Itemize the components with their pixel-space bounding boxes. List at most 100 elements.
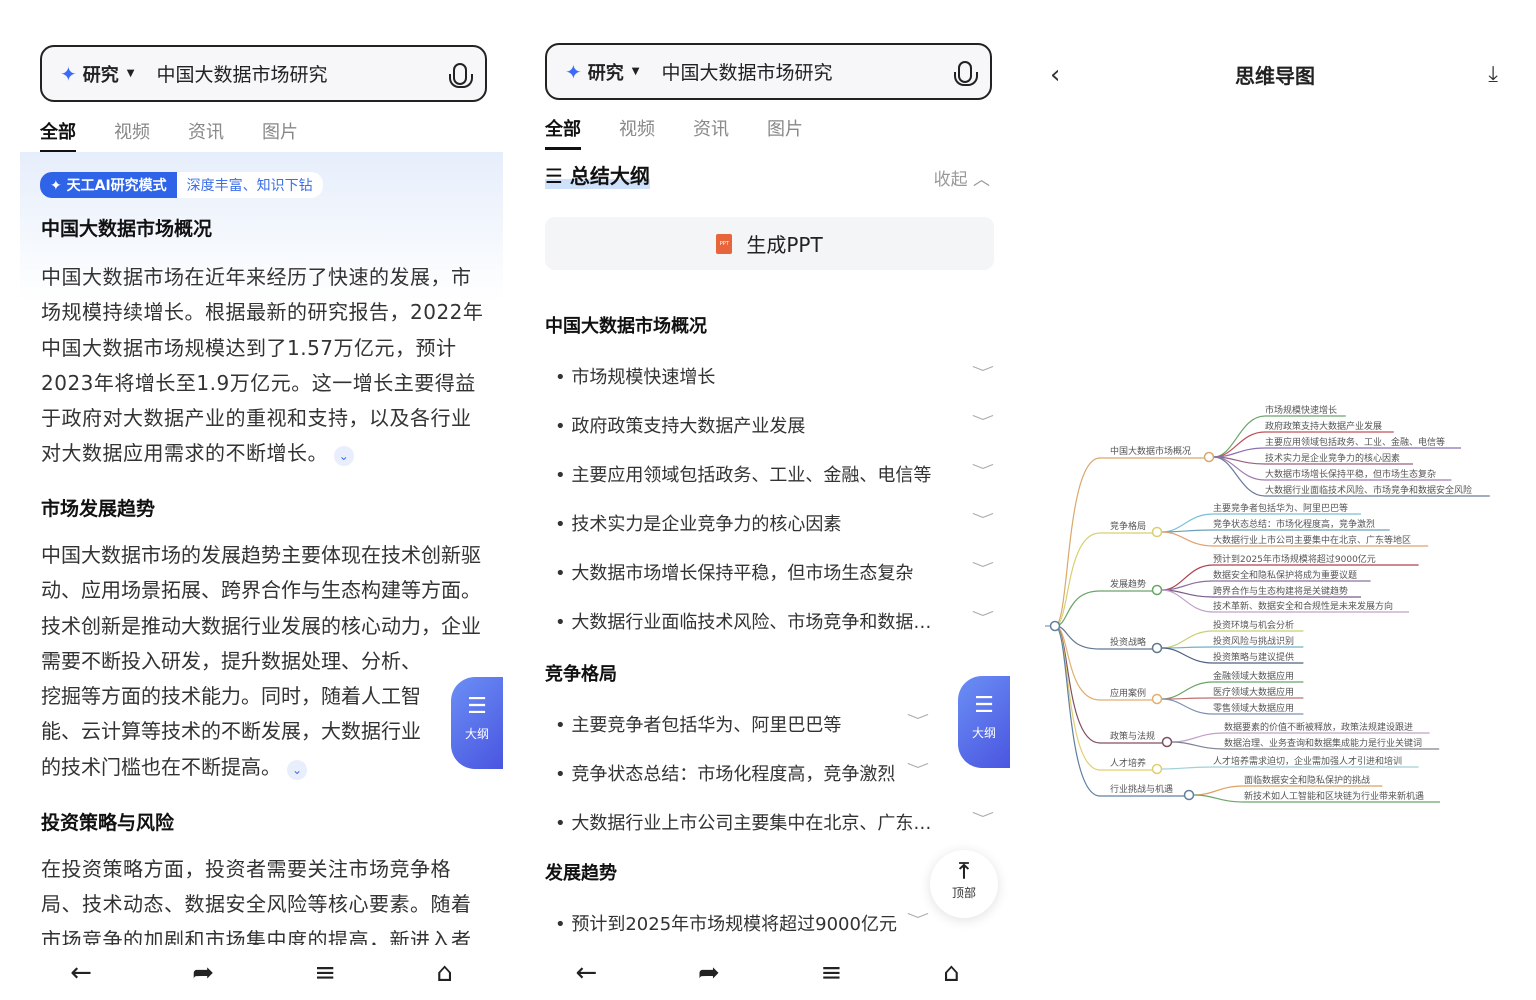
branch-node[interactable]: [1203, 451, 1215, 463]
outline-item[interactable]: • 主要应用领域包括政务、工业、金融、电信等﹀: [555, 461, 994, 487]
branch-label[interactable]: 应用案例: [1110, 687, 1146, 699]
outline-item[interactable]: • 大数据市场增长保持平稳，但市场生态复杂﹀: [555, 559, 994, 585]
arrow-up-to-top-icon: ⤒: [959, 859, 969, 884]
branch-label[interactable]: 发展趋势: [1110, 578, 1146, 590]
mindmap-leaf[interactable]: 投资环境与机会分析: [1213, 619, 1294, 631]
outline-item[interactable]: • 大数据行业上市公司主要集中在北京、广东等地区﹀: [555, 809, 994, 835]
arrow-left-icon[interactable]: ←: [70, 957, 92, 988]
chevron-down-icon[interactable]: ﹀: [906, 763, 930, 779]
branch-node[interactable]: [1151, 642, 1163, 654]
search-bar[interactable]: ✦ 研究 ▼ 中国大数据市场研究: [545, 43, 992, 100]
mindmap-leaf[interactable]: 预计到2025年市场规模将超过9000亿元: [1213, 553, 1376, 565]
search-bar[interactable]: ✦ 研究 ▼ 中国大数据市场研究: [40, 45, 487, 102]
generate-ppt-button[interactable]: PPT 生成PPT: [545, 217, 994, 270]
mindmap-leaf[interactable]: 市场规模快速增长: [1265, 404, 1337, 416]
chevron-down-icon[interactable]: ﹀: [971, 415, 995, 431]
mindmap-leaf[interactable]: 医疗领域大数据应用: [1213, 686, 1294, 698]
menu-icon[interactable]: ≡: [820, 957, 843, 988]
download-icon[interactable]: ⤓: [1488, 62, 1498, 87]
tab-news[interactable]: 资讯: [693, 119, 729, 140]
tab-all[interactable]: 全部: [40, 118, 76, 153]
chevron-down-icon[interactable]: ﹀: [971, 611, 995, 627]
chevron-down-icon[interactable]: ﹀: [906, 714, 930, 730]
outline-item[interactable]: • 主要竞争者包括华为、阿里巴巴等﹀: [555, 711, 929, 737]
arrow-left-icon[interactable]: ←: [575, 957, 598, 988]
mode-selector[interactable]: 研究: [82, 64, 119, 86]
mindmap-leaf[interactable]: 竞争状态总结：市场化程度高，竞争激烈: [1213, 518, 1375, 530]
caret-down-icon[interactable]: ▼: [126, 68, 135, 79]
mindmap-leaf[interactable]: 金融领域大数据应用: [1213, 670, 1294, 682]
mode-selector[interactable]: 研究: [587, 62, 624, 84]
chevron-down-icon[interactable]: ﹀: [971, 513, 995, 529]
child-line: [1193, 794, 1440, 803]
microphone-icon[interactable]: [449, 62, 473, 88]
branch-label[interactable]: 行业挑战与机遇: [1110, 783, 1173, 795]
mindmap-leaf[interactable]: 数据安全和隐私保护将成为重要议题: [1213, 569, 1357, 581]
outline-item[interactable]: • 技术实力是企业竞争力的核心因素﹀: [555, 510, 994, 536]
branch-node[interactable]: [1151, 693, 1163, 705]
mindmap-leaf[interactable]: 跨界合作与生态构建将是关键趋势: [1213, 585, 1348, 597]
mindmap-leaf[interactable]: 技术实力是企业竞争力的核心因素: [1265, 452, 1400, 464]
tab-all[interactable]: 全部: [545, 115, 581, 150]
ppt-label: 生成PPT: [746, 233, 823, 257]
search-input[interactable]: 中国大数据市场研究: [661, 62, 833, 84]
share-icon[interactable]: ➦: [697, 957, 720, 988]
outline-item[interactable]: • 竞争状态总结：市场化程度高，竞争激烈﹀: [555, 760, 929, 786]
home-icon[interactable]: ⌂: [436, 957, 453, 988]
caret-down-icon[interactable]: ▼: [631, 66, 640, 77]
mindmap-leaf[interactable]: 面临数据安全和隐私保护的挑战: [1244, 774, 1370, 786]
chevron-down-icon[interactable]: ﹀: [971, 464, 995, 480]
mindmap-leaf[interactable]: 投资风险与挑战识别: [1213, 635, 1294, 647]
mindmap-leaf[interactable]: 技术革新、数据安全和合规性是未来发展方向: [1213, 600, 1393, 612]
outline-item[interactable]: • 市场规模快速增长﹀: [555, 363, 994, 389]
branch-label[interactable]: 投资战略: [1110, 636, 1146, 648]
tab-video[interactable]: 视频: [619, 119, 655, 140]
mindmap-leaf[interactable]: 零售领域大数据应用: [1213, 702, 1294, 714]
menu-icon[interactable]: ≡: [314, 957, 337, 988]
microphone-icon[interactable]: [954, 60, 978, 86]
mindmap-leaf[interactable]: 政府政策支持大数据产业发展: [1265, 420, 1382, 432]
mindmap-leaf[interactable]: 大数据行业上市公司主要集中在北京、广东等地区: [1213, 534, 1411, 546]
root-node[interactable]: [1049, 620, 1061, 632]
search-input[interactable]: 中国大数据市场研究: [156, 64, 328, 86]
share-icon[interactable]: ➦: [192, 957, 214, 988]
mindmap-leaf[interactable]: 数据治理、业务查询和数据集成能力是行业关键词: [1224, 737, 1422, 749]
tab-images[interactable]: 图片: [767, 119, 803, 140]
branch-label[interactable]: 竞争格局: [1110, 520, 1146, 532]
home-icon[interactable]: ⌂: [943, 957, 960, 988]
chevron-left-icon[interactable]: ‹: [1050, 60, 1061, 90]
mindmap-leaf[interactable]: 大数据行业面临技术风险、市场竞争和数据安全风险: [1265, 484, 1472, 496]
branch-node[interactable]: [1151, 526, 1163, 538]
chevron-down-icon[interactable]: ﹀: [971, 562, 995, 578]
branch-node[interactable]: [1183, 789, 1195, 801]
mindmap-leaf[interactable]: 主要应用领域包括政务、工业、金融、电信等: [1265, 436, 1445, 448]
mindmap-leaf[interactable]: 投资策略与建议提供: [1213, 651, 1294, 663]
tab-video[interactable]: 视频: [114, 122, 150, 143]
back-to-top-button[interactable]: ⤒ 顶部: [930, 850, 998, 918]
branch-node[interactable]: [1151, 763, 1163, 775]
tab-news[interactable]: 资讯: [188, 122, 224, 143]
branch-label[interactable]: 政策与法规: [1110, 730, 1155, 742]
mindmap[interactable]: 中国大数据市场概况 市场规模快速增长政府政策支持大数据产业发展主要应用领域包括政务…: [1030, 0, 1520, 1000]
chevron-down-icon[interactable]: ﹀: [971, 366, 995, 382]
outline-float-button[interactable]: ☰ 大纲: [958, 676, 1010, 768]
outline-item[interactable]: • 大数据行业面临技术风险、市场竞争和数据安全风险﹀: [555, 608, 994, 634]
outline-item[interactable]: • 预计到2025年市场规模将超过9000亿元﹀: [555, 910, 929, 936]
chevron-down-icon[interactable]: ﹀: [971, 812, 995, 828]
mindmap-leaf[interactable]: 人才培养需求迫切，企业需加强人才引进和培训: [1213, 755, 1402, 767]
outline-item[interactable]: • 政府政策支持大数据产业发展﹀: [555, 412, 994, 438]
branch-label[interactable]: 中国大数据市场概况: [1110, 445, 1191, 457]
branch-label[interactable]: 人才培养: [1110, 757, 1146, 769]
branch-node[interactable]: [1151, 584, 1163, 596]
mindmap-leaf[interactable]: 大数据市场增长保持平稳，但市场生态复杂: [1265, 468, 1436, 480]
collapse-button[interactable]: 收起 ︿: [934, 165, 990, 190]
mindmap-leaf[interactable]: 数据要素的价值不断被释放，政策法规建设跟进: [1224, 721, 1413, 733]
mindmap-leaf[interactable]: 新技术如人工智能和区块链为行业带来新机遇: [1244, 790, 1424, 802]
branch-node[interactable]: [1161, 736, 1173, 748]
outline-float-button[interactable]: ☰ 大纲: [451, 677, 503, 769]
tab-images[interactable]: 图片: [262, 122, 298, 143]
expand-chevron-icon[interactable]: ⌄: [334, 446, 354, 467]
chevron-down-icon[interactable]: ﹀: [906, 913, 930, 929]
expand-chevron-icon[interactable]: ⌄: [287, 759, 307, 780]
mindmap-leaf[interactable]: 主要竞争者包括华为、阿里巴巴等: [1213, 502, 1348, 514]
